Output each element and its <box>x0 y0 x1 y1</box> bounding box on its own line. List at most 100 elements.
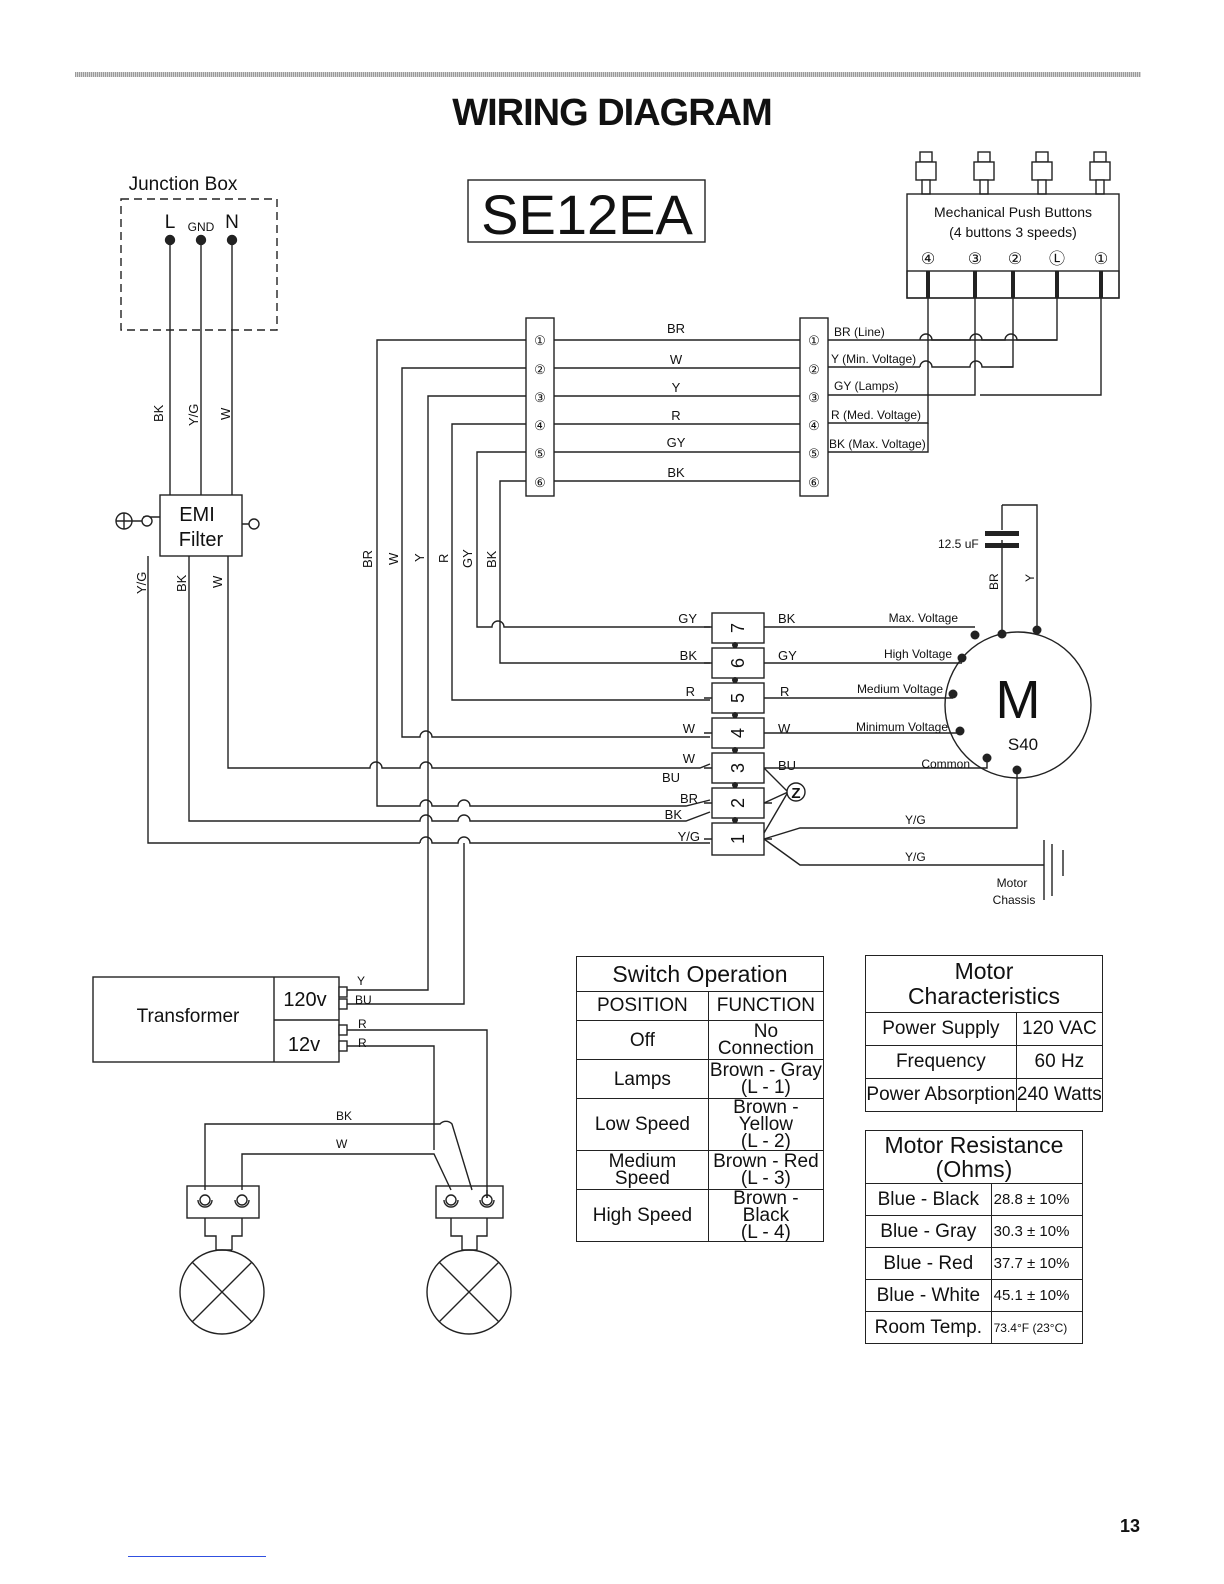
svg-text:S40: S40 <box>1008 735 1038 754</box>
svg-text:BK: BK <box>665 807 683 822</box>
table-row: Room Temp.73.4°F (23°C) <box>865 1311 1084 1344</box>
column-header: POSITION <box>576 991 709 1021</box>
button-2: ② <box>1008 251 1022 268</box>
svg-text:Mechanical Push Buttons: Mechanical Push Buttons <box>934 204 1092 220</box>
button-3: ③ <box>968 251 982 268</box>
page-title: WIRING DIAGRAM <box>452 92 773 134</box>
svg-text:R: R <box>780 684 789 699</box>
svg-text:W: W <box>336 1137 348 1151</box>
push-button-stems <box>915 151 1111 195</box>
top-rule <box>75 72 1141 77</box>
junction-box <box>120 198 278 331</box>
model-box <box>467 179 706 243</box>
terminal-block <box>704 612 772 856</box>
lamp-right <box>426 1185 512 1335</box>
svg-text:4: 4 <box>728 728 748 738</box>
svg-text:6: 6 <box>728 658 748 668</box>
svg-text:BR: BR <box>987 573 1001 590</box>
capacitor <box>985 531 1019 536</box>
svg-text:Z: Z <box>791 785 800 802</box>
table-row: High Speed Brown - Black(L - 4) <box>576 1189 825 1242</box>
svg-text:R: R <box>358 1036 367 1050</box>
svg-text:Y: Y <box>412 553 427 562</box>
svg-text:BK: BK <box>778 611 796 626</box>
svg-text:BK: BK <box>174 574 189 592</box>
svg-text:EMI: EMI <box>179 504 215 526</box>
svg-text:1: 1 <box>728 834 748 844</box>
svg-text:(4 buttons 3 speeds): (4 buttons 3 speeds) <box>949 224 1077 240</box>
junction-box-label: Junction Box <box>129 174 238 195</box>
svg-text:BK: BK <box>336 1109 352 1123</box>
svg-text:⑤: ⑤ <box>534 446 546 461</box>
svg-text:BK: BK <box>484 550 499 568</box>
svg-text:W: W <box>683 751 696 766</box>
svg-text:GY: GY <box>678 611 697 626</box>
lamp-left <box>179 1185 265 1335</box>
button-4: ④ <box>921 251 935 268</box>
svg-text:Y/G: Y/G <box>134 572 149 594</box>
svg-text:④: ④ <box>808 418 820 433</box>
svg-text:Motor: Motor <box>997 876 1028 890</box>
svg-text:Y/G: Y/G <box>905 813 926 827</box>
svg-text:BR: BR <box>667 321 685 336</box>
svg-text:BU: BU <box>778 758 796 773</box>
svg-text:GY: GY <box>460 549 475 568</box>
svg-text:⑥: ⑥ <box>534 475 546 490</box>
column-header: FUNCTION <box>707 991 825 1021</box>
svg-text:BR (Line): BR (Line) <box>834 325 885 339</box>
svg-text:7: 7 <box>728 623 748 633</box>
svg-text:①: ① <box>534 333 546 348</box>
svg-text:Max. Voltage: Max. Voltage <box>889 611 959 625</box>
switch-operation-title: Switch Operation <box>576 956 824 992</box>
svg-text:Medium Voltage: Medium Voltage <box>857 682 943 696</box>
svg-text:GY (Lamps): GY (Lamps) <box>834 379 898 393</box>
svg-text:②: ② <box>534 362 546 377</box>
svg-text:BU: BU <box>355 993 372 1007</box>
terminal-l-label: L <box>165 212 176 233</box>
svg-text:R: R <box>436 554 451 563</box>
svg-text:Common: Common <box>921 757 970 771</box>
page-number: 13 <box>1120 1516 1141 1536</box>
svg-text:M: M <box>996 670 1041 730</box>
terminal-n-label: N <box>225 212 239 233</box>
svg-text:Filter: Filter <box>179 529 224 551</box>
svg-text:GY: GY <box>778 648 797 663</box>
svg-text:R (Med. Voltage): R (Med. Voltage) <box>831 408 921 422</box>
svg-text:R: R <box>671 408 680 423</box>
svg-text:③: ③ <box>808 390 820 405</box>
table-row: Off No Connection <box>576 1020 825 1060</box>
wire-label: Y/G <box>186 404 201 426</box>
svg-text:Y: Y <box>1023 574 1037 582</box>
svg-text:W: W <box>210 575 225 588</box>
svg-text:W: W <box>683 721 696 736</box>
table-row: Lamps Brown - Gray(L - 1) <box>576 1059 825 1099</box>
motor <box>944 631 1092 779</box>
svg-text:W: W <box>778 721 791 736</box>
svg-text:Minimum Voltage: Minimum Voltage <box>856 720 948 734</box>
motor-resistance-title: Motor Resistance (Ohms) <box>865 1130 1083 1184</box>
svg-text:④: ④ <box>534 418 546 433</box>
svg-text:Y/G: Y/G <box>678 829 700 844</box>
svg-text:BR: BR <box>680 791 698 806</box>
svg-text:③: ③ <box>534 390 546 405</box>
svg-text:Chassis: Chassis <box>993 893 1036 907</box>
svg-text:12.5 uF: 12.5 uF <box>938 537 979 551</box>
svg-text:Y (Min. Voltage): Y (Min. Voltage) <box>831 352 916 366</box>
svg-text:BR: BR <box>360 550 375 568</box>
terminal-gnd-label: GND <box>188 220 215 234</box>
svg-text:High Voltage: High Voltage <box>884 647 952 661</box>
wire-label: BK <box>151 404 166 422</box>
svg-text:120v: 120v <box>283 989 326 1011</box>
svg-text:BU: BU <box>662 770 680 785</box>
svg-text:Y: Y <box>672 380 681 395</box>
z-bridge <box>786 782 806 802</box>
svg-text:GY: GY <box>667 435 686 450</box>
